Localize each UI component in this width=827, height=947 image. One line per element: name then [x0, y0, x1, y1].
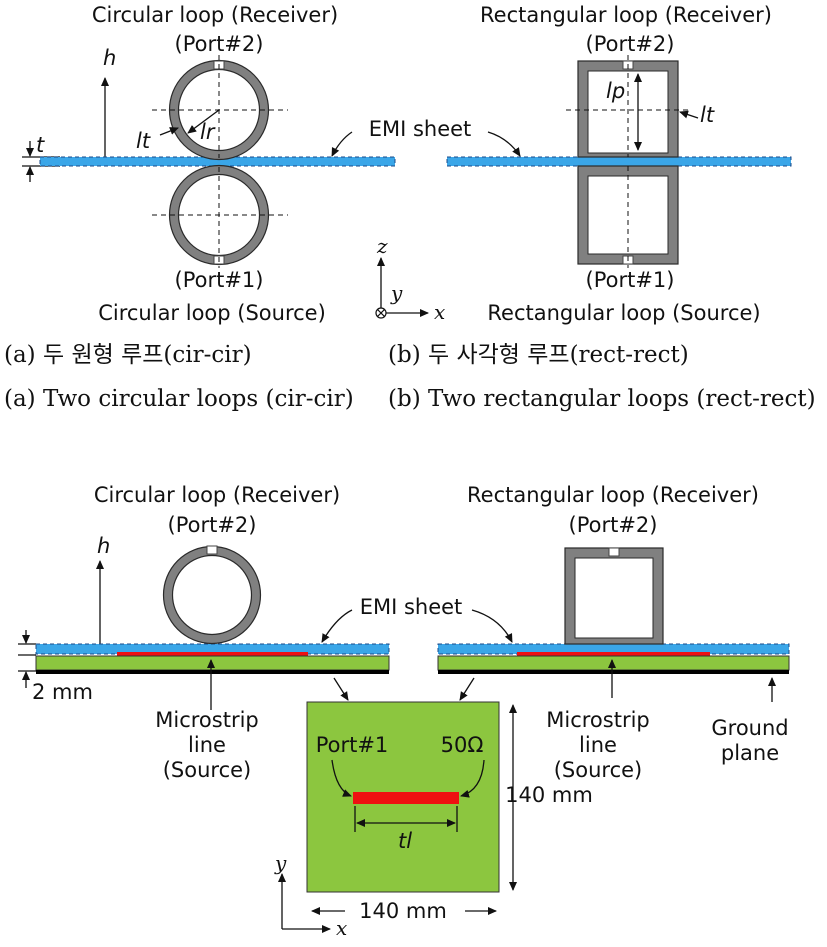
ground-plane-line1: Ground [711, 716, 788, 740]
ground-plane-line2: plane [721, 741, 779, 765]
emi-sheet-label-bottom: EMI sheet [360, 595, 463, 619]
rect-receiver-port-label: (Port#2) [586, 32, 675, 56]
lt-arrow-b [679, 110, 699, 119]
bottom-cir-receiver-port: (Port#2) [168, 513, 257, 537]
caption-a-english: (a) Two circular loops (cir-cir) [4, 386, 354, 412]
microstrip-left-line2: line [188, 733, 226, 757]
t-label: t [36, 133, 45, 157]
panel-a: Circular loop (Receiver) (Port#2) h t lr… [22, 3, 396, 325]
bottom-figure: Circular loop (Receiver) (Port#2) Rectan… [18, 483, 790, 940]
rect-receiver-title: Rectangular loop (Receiver) [480, 3, 772, 27]
lr-arrow [187, 109, 220, 134]
microstrip-left-line1: Microstrip [155, 708, 259, 732]
microstrip-right-line1: Microstrip [546, 708, 650, 732]
bottom-axis-y-label: y [274, 851, 287, 875]
lt-label-a: lt [136, 129, 151, 153]
bottom-axis-x-label: x [336, 916, 347, 940]
microstrip-left-line3: (Source) [163, 758, 252, 782]
bottom-rect-receiver-port: (Port#2) [569, 513, 658, 537]
tl-label: tl [398, 829, 412, 853]
lt-arrow-a [159, 127, 179, 136]
microstrip-right-line3: (Source) [554, 758, 643, 782]
ground-left [36, 670, 389, 674]
axis-x-label: x [434, 300, 445, 324]
ground-right [438, 670, 789, 674]
width-140mm-label: 140 mm [359, 899, 447, 923]
caption-b-english: (b) Two rectangular loops (rect-rect) [388, 386, 816, 412]
bottom-cir-receiver-title: Circular loop (Receiver) [94, 483, 340, 507]
emi-sheet-b [446, 156, 792, 167]
emi-sheet-label-top: EMI sheet [369, 117, 472, 141]
bottom-h-label: h [97, 534, 110, 558]
rect-source-title: Rectangular loop (Source) [487, 301, 760, 325]
axes-top: z y x [375, 234, 445, 324]
cir-source-title: Circular loop (Source) [98, 301, 326, 325]
rect-source-port-label: (Port#1) [586, 268, 675, 292]
microstrip-right-line2: line [579, 733, 617, 757]
emi-arrow-top-right [487, 131, 521, 157]
height-140mm-label: 140 mm [505, 783, 593, 807]
substrate-left [35, 655, 390, 671]
bottom-rect-receiver-title: Rectangular loop (Receiver) [467, 483, 759, 507]
h-label: h [103, 46, 116, 70]
caption-a-korean: (a) 두 원형 루프(cir-cir) [4, 342, 252, 368]
thickness-2mm-label: 2 mm [32, 680, 93, 704]
load-50ohm-label: 50Ω [441, 733, 484, 757]
panel-b: Rectangular loop (Receiver) (Port#2) lp … [446, 3, 792, 325]
axis-z-label: z [376, 234, 388, 258]
emi-arrow-top-left [331, 131, 353, 157]
caption-b-korean: (b) 두 사각형 루프(rect-rect) [388, 342, 689, 368]
lt-label-b: lt [700, 103, 715, 127]
axis-y-label: y [390, 281, 403, 305]
microstrip-left [117, 652, 308, 656]
cir-source-port-label: (Port#1) [175, 268, 264, 292]
lr-label: lr [200, 120, 216, 144]
port1-label-board: Port#1 [316, 733, 389, 757]
cir-receiver-title: Circular loop (Receiver) [92, 3, 338, 27]
microstrip-right [517, 652, 710, 656]
bottom-circular-loop [163, 546, 261, 644]
cir-receiver-port-label: (Port#2) [175, 32, 264, 56]
microstrip-top-view [353, 792, 459, 804]
lp-label: lp [606, 79, 625, 103]
substrate-right [437, 655, 790, 671]
